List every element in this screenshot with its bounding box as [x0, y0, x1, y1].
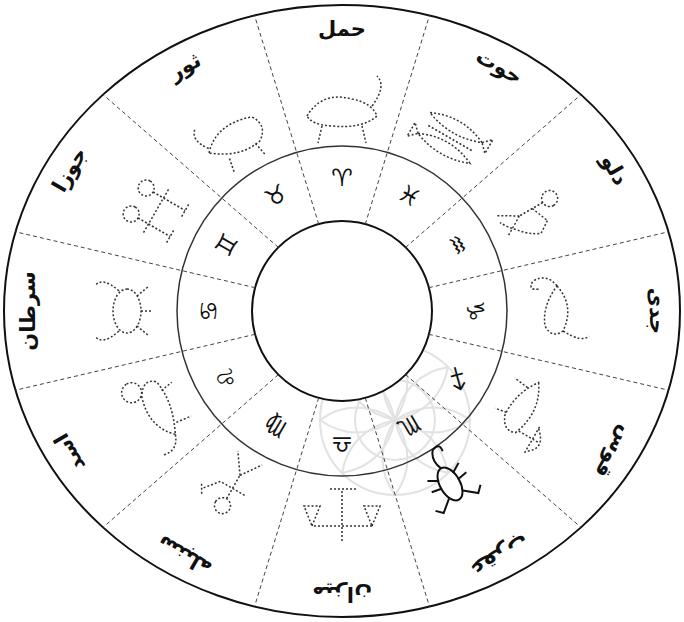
sign-symbol: ♎ [331, 432, 353, 456]
sign-symbol: ♒ [441, 229, 473, 260]
sign-name: سرطان [18, 271, 39, 350]
sign-symbol: ♏ [393, 410, 424, 442]
center-circle [252, 221, 432, 401]
sign-symbol: ♍ [260, 410, 291, 442]
sign-name: اسد [51, 429, 89, 474]
sector-lines [16, 15, 669, 606]
sign-symbol: ♐ [441, 362, 473, 393]
sign-name: عقرب [466, 530, 532, 580]
sign-name: میزان [312, 583, 372, 604]
outer-rim [4, 5, 680, 617]
sign-figures [95, 76, 589, 541]
sign-symbol: ♊ [211, 229, 243, 260]
sign-name: جدی [646, 288, 667, 335]
sign-symbol: ♓ [393, 180, 424, 212]
symbol-ring [177, 146, 507, 476]
sign-symbol: ♌ [211, 362, 243, 393]
sign-symbol: ♉ [260, 180, 291, 212]
sign-name: حوت [472, 45, 525, 88]
sign-symbol: ♋ [197, 300, 221, 322]
sign-name: حمل [318, 19, 366, 40]
sign-name: جوزا [49, 144, 91, 196]
sign-symbol: ♈ [331, 166, 353, 190]
sign-symbol: ♑ [463, 300, 487, 322]
sign-name: ثور [165, 49, 204, 84]
sign-name: دلو [597, 151, 631, 189]
